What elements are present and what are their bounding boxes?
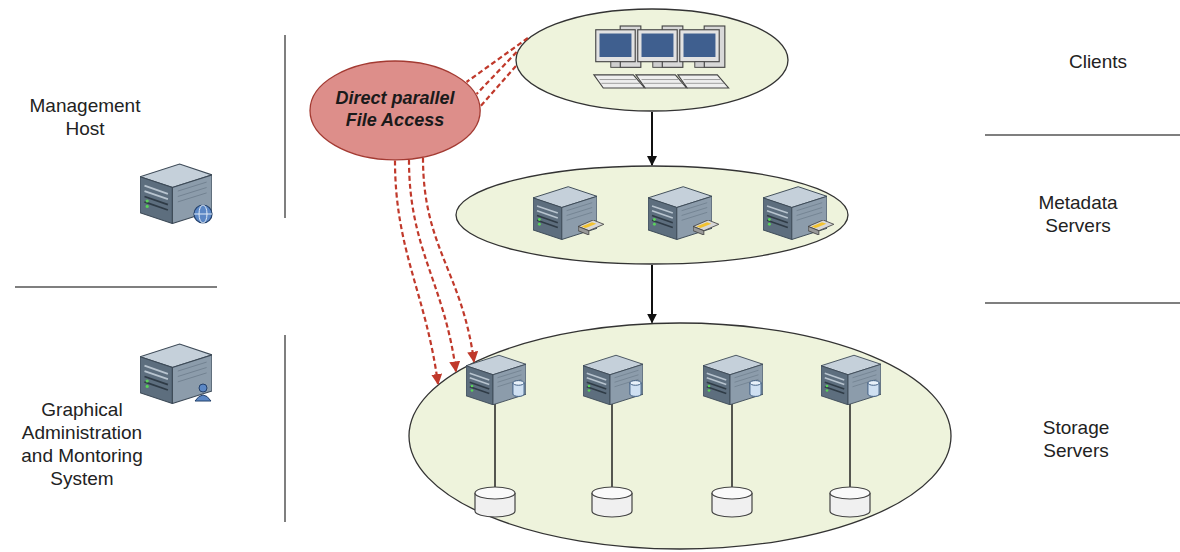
layer-heading: Storage Servers — [1011, 417, 1141, 463]
side-label: Management Host — [15, 95, 155, 141]
heading-holder: Clients — [1033, 51, 1163, 74]
ellipse-outline — [408, 322, 952, 550]
layer-heading: Metadata Servers — [1013, 192, 1143, 238]
storage-ellipse: Storage Servers — [408, 322, 952, 550]
layer-heading: Clients — [1033, 51, 1163, 74]
clients-ellipse: Clients — [515, 8, 789, 112]
dashed-access-line — [395, 160, 438, 384]
ellipse-shape — [516, 9, 788, 111]
heading-holder: Metadata Servers — [1013, 192, 1143, 238]
metadata-ellipse: Metadata Servers — [455, 165, 849, 265]
ellipse-outline — [455, 165, 849, 265]
callout-text: Direct parallel File Access — [325, 88, 465, 131]
separator-line — [985, 302, 1180, 304]
separator-line — [284, 335, 286, 522]
dashed-access-line — [409, 160, 456, 372]
arrow-line — [651, 112, 653, 165]
heading-holder: Storage Servers — [1011, 417, 1141, 463]
connector — [652, 112, 653, 165]
connector — [652, 265, 653, 323]
side-label: Graphical Administration and Montoring S… — [12, 399, 152, 490]
side-label-holder: Management Host — [15, 95, 155, 141]
admin-server-icon — [140, 344, 212, 403]
separator-line — [284, 35, 286, 218]
client-computers — [594, 26, 729, 88]
side-label-holder: Graphical Administration and Montoring S… — [12, 399, 152, 490]
ellipse-shape — [409, 323, 951, 549]
dashed-access-line — [481, 66, 516, 106]
ellipse-outline — [515, 8, 789, 112]
separator-line — [15, 286, 217, 288]
metadata-server-icons — [533, 187, 834, 240]
separator-line — [985, 134, 1180, 136]
management-server-icon — [140, 164, 212, 223]
dashed-access-line — [423, 158, 474, 362]
arrow-line — [651, 265, 653, 323]
access-ellipse: Direct parallel File Access — [309, 60, 481, 161]
ellipse-shape — [456, 166, 848, 264]
connector — [395, 158, 474, 384]
ellipse-shape — [310, 61, 480, 160]
